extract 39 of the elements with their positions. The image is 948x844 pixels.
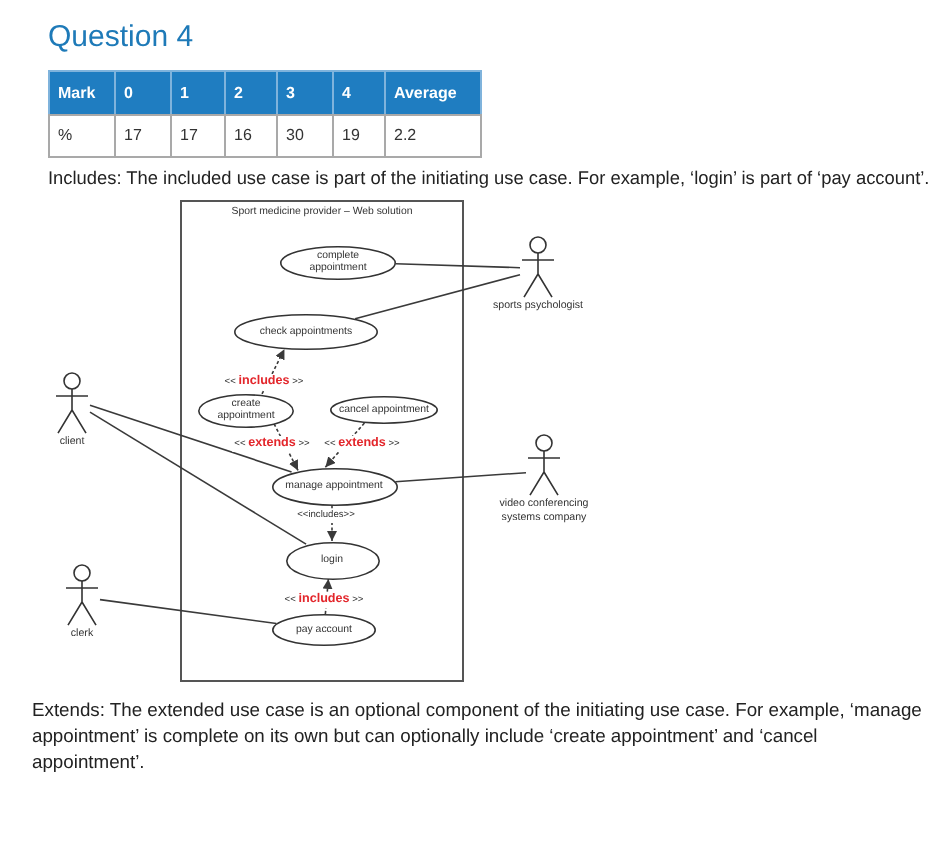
paragraph: Extends: The extended use case is an optional component of the initiating use case. For example, ‘manage appointment’ is complete on its own but can optionally include ‘create appointment’ and ‘cancel appointment’.: [32, 696, 924, 774]
heading: Question 4: [48, 20, 194, 56]
stick-figure-icon: [520, 236, 556, 298]
paragraph: Includes: The included use case is part of the initiating use case. For example, ‘login’ is part of ‘pay account’.: [48, 168, 930, 190]
table-cell: %: [48, 114, 116, 158]
use-case-ellipse: [198, 393, 294, 427]
table-header-cell: 2: [224, 70, 278, 116]
use-case-ellipse: [271, 467, 397, 505]
table-cell: 17: [170, 114, 226, 158]
table-header-cell: 0: [114, 70, 172, 116]
use-case-ellipse: [280, 245, 396, 279]
table-cell: 2.2: [384, 114, 482, 158]
association-line: [394, 471, 527, 483]
association-line: [354, 273, 521, 320]
table-cell: 16: [224, 114, 278, 158]
table-header-cell: Mark: [48, 70, 116, 116]
stick-figure-icon: [526, 434, 562, 496]
use-case-ellipse: [285, 541, 379, 579]
dependency-arrow: [324, 422, 366, 468]
stick-figure-icon: [54, 372, 90, 434]
dependency-arrow: [322, 578, 333, 615]
dependency-arrow: [261, 348, 286, 395]
table-cell: 17: [114, 114, 172, 158]
use-case-ellipse: [330, 396, 438, 424]
association-line: [99, 598, 278, 625]
table-cell: 19: [332, 114, 386, 158]
dependency-arrow: [273, 423, 299, 472]
dependency-arrow: [327, 504, 337, 542]
table-header-cell: 3: [276, 70, 334, 116]
table-header-cell: 1: [170, 70, 226, 116]
stick-figure-icon: [64, 564, 100, 626]
association-line: [89, 404, 293, 473]
association-line: [394, 263, 521, 269]
table-header-cell: Average: [384, 70, 482, 116]
use-case-ellipse: [234, 314, 378, 350]
association-line: [89, 411, 307, 545]
table-header-cell: 4: [332, 70, 386, 116]
use-case-ellipse: [272, 614, 376, 646]
table-cell: 30: [276, 114, 334, 158]
